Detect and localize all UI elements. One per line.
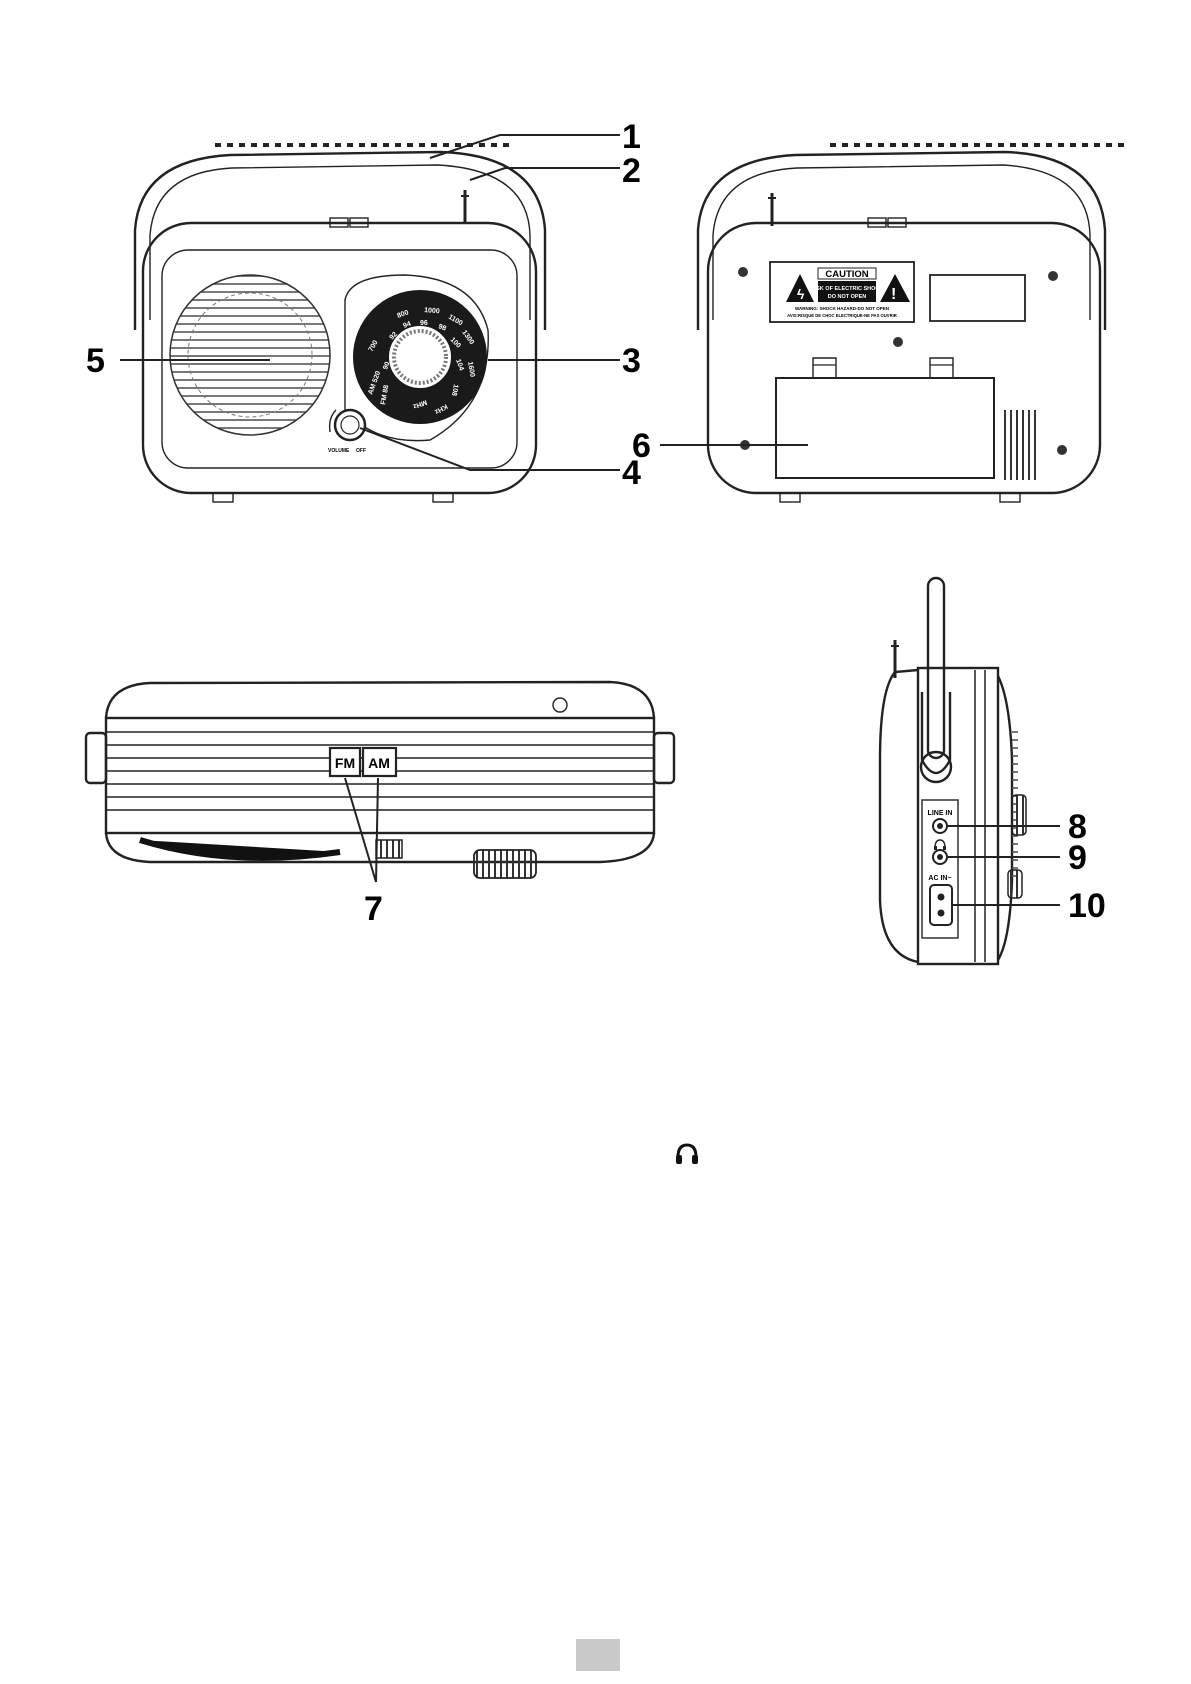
side-leader-lines [948,826,1060,905]
caution-label: ϟ ! CAUTION RISK OF ELECTRIC SHOCK DO NO… [770,262,914,322]
callout-1: 1 [622,118,641,156]
page-number-box [576,1639,620,1671]
svg-text:ϟ: ϟ [797,286,805,302]
side-ridges [975,670,985,962]
callout-10: 10 [1068,887,1106,925]
ac-in-label: AC IN~ [928,875,951,882]
side-view: LINE IN AC IN~ [880,578,1060,964]
top-leader-lines [345,778,378,882]
fm-button: FM [330,748,360,776]
side-headphones-icon [934,840,946,850]
knob-label-off: OFF [356,448,366,454]
caution-line1: RISK OF ELECTRIC SHOCK [811,286,884,292]
callout-7: 7 [364,890,383,928]
headphones-icon [674,1140,700,1166]
top-view: FM AM [86,682,674,882]
line-in-label: LINE IN [928,810,953,817]
volume-knob: VOLUME OFF [328,410,366,454]
back-vent [1004,410,1040,480]
dial-am-1000: 1000 [424,307,440,315]
warning-line2: AVIS:RISQUE DE CHOC ELECTRIQUE-NE PAS OU… [787,313,897,318]
callout-6: 6 [632,427,651,465]
knob-label-volume: VOLUME [328,448,350,454]
callout-numbers: 1 2 3 4 5 6 7 8 9 10 [86,118,1106,928]
callout-5: 5 [86,342,105,380]
back-view: ϟ ! CAUTION RISK OF ELECTRIC SHOCK DO NO… [660,145,1130,502]
caution-title: CAUTION [825,269,868,280]
speaker-grill [170,275,330,435]
tuning-dial: AM 520 700 800 1000 1100 1300 1600 FM 88… [345,275,488,441]
fm-button-label: FM [335,755,355,771]
caution-line2: DO NOT OPEN [828,294,867,300]
callout-3: 3 [622,342,641,380]
battery-compartment [776,358,994,478]
rating-label [930,275,1025,321]
callout-2: 2 [622,152,641,190]
front-view: AM 520 700 800 1000 1100 1300 1600 FM 88… [120,135,620,502]
callout-9: 9 [1068,839,1087,877]
am-button-label: AM [368,755,390,771]
am-button: AM [363,748,396,776]
dial-fm-96: 96 [420,320,428,327]
warning-line1: WARNING: SHOCK HAZARD-DO NOT OPEN [795,306,889,311]
svg-text:!: ! [891,286,896,303]
